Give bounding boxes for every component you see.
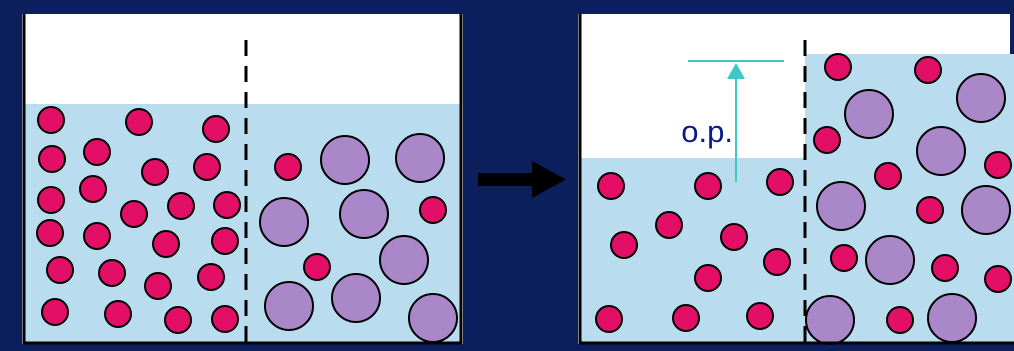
solute-particle <box>844 89 894 139</box>
water-molecule <box>746 302 774 330</box>
water-molecule <box>830 244 858 272</box>
water-molecule <box>141 158 169 186</box>
water-molecule <box>595 305 623 333</box>
water-molecule <box>37 106 65 134</box>
water-molecule <box>37 186 65 214</box>
up-arrow-icon <box>727 63 745 79</box>
water-molecule <box>824 53 852 81</box>
water-molecule <box>211 305 239 333</box>
solute-particle <box>927 293 977 343</box>
beaker-before-solution <box>24 104 461 344</box>
solute-particle <box>956 73 1006 123</box>
osmotic-pressure-label: o.p. <box>681 114 733 149</box>
water-molecule <box>886 306 914 334</box>
water-molecule <box>914 56 942 84</box>
water-molecule <box>720 223 748 251</box>
solute-particle <box>320 135 370 185</box>
solute-particle <box>961 185 1011 235</box>
beaker-before <box>22 14 463 345</box>
water-molecule <box>83 138 111 166</box>
solute-particle <box>805 295 855 345</box>
water-molecule <box>766 168 794 196</box>
water-molecule <box>197 263 225 291</box>
water-molecule <box>694 264 722 292</box>
water-molecule <box>152 230 180 258</box>
solute-particle <box>264 281 314 331</box>
water-molecule <box>193 153 221 181</box>
solute-particle <box>916 126 966 176</box>
water-molecule <box>202 115 230 143</box>
beaker-after: o.p. <box>578 14 1014 345</box>
water-molecule <box>672 304 700 332</box>
water-molecule <box>274 153 302 181</box>
water-molecule <box>916 196 944 224</box>
water-molecule <box>164 306 192 334</box>
solute-particle <box>259 197 309 247</box>
water-molecule <box>763 248 791 276</box>
water-molecule <box>125 108 153 136</box>
solute-particle <box>339 189 389 239</box>
water-molecule <box>655 211 683 239</box>
water-molecule <box>303 253 331 281</box>
solute-particle <box>379 235 429 285</box>
water-molecule <box>419 196 447 224</box>
water-molecule <box>211 227 239 255</box>
water-molecule <box>931 254 959 282</box>
solute-particle <box>408 293 458 343</box>
water-molecule <box>694 172 722 200</box>
solute-particle <box>865 235 915 285</box>
water-molecule <box>874 162 902 190</box>
water-molecule <box>167 192 195 220</box>
water-molecule <box>213 191 241 219</box>
water-molecule <box>120 200 148 228</box>
water-molecule <box>36 219 64 247</box>
water-molecule <box>597 172 625 200</box>
water-molecule <box>104 300 132 328</box>
water-molecule <box>38 145 66 173</box>
water-molecule <box>41 298 69 326</box>
water-molecule <box>984 151 1012 179</box>
beaker-after-particles <box>595 53 1012 345</box>
water-molecule <box>79 175 107 203</box>
solute-particle <box>331 273 381 323</box>
water-molecule <box>984 265 1012 293</box>
water-molecule <box>813 126 841 154</box>
water-molecule <box>98 259 126 287</box>
right-arrow-icon <box>478 161 566 198</box>
solute-particle <box>395 133 445 183</box>
water-molecule <box>610 231 638 259</box>
water-molecule <box>144 272 172 300</box>
solute-particle <box>816 181 866 231</box>
beaker-before-particles <box>36 106 458 343</box>
water-molecule <box>46 256 74 284</box>
water-molecule <box>83 222 111 250</box>
